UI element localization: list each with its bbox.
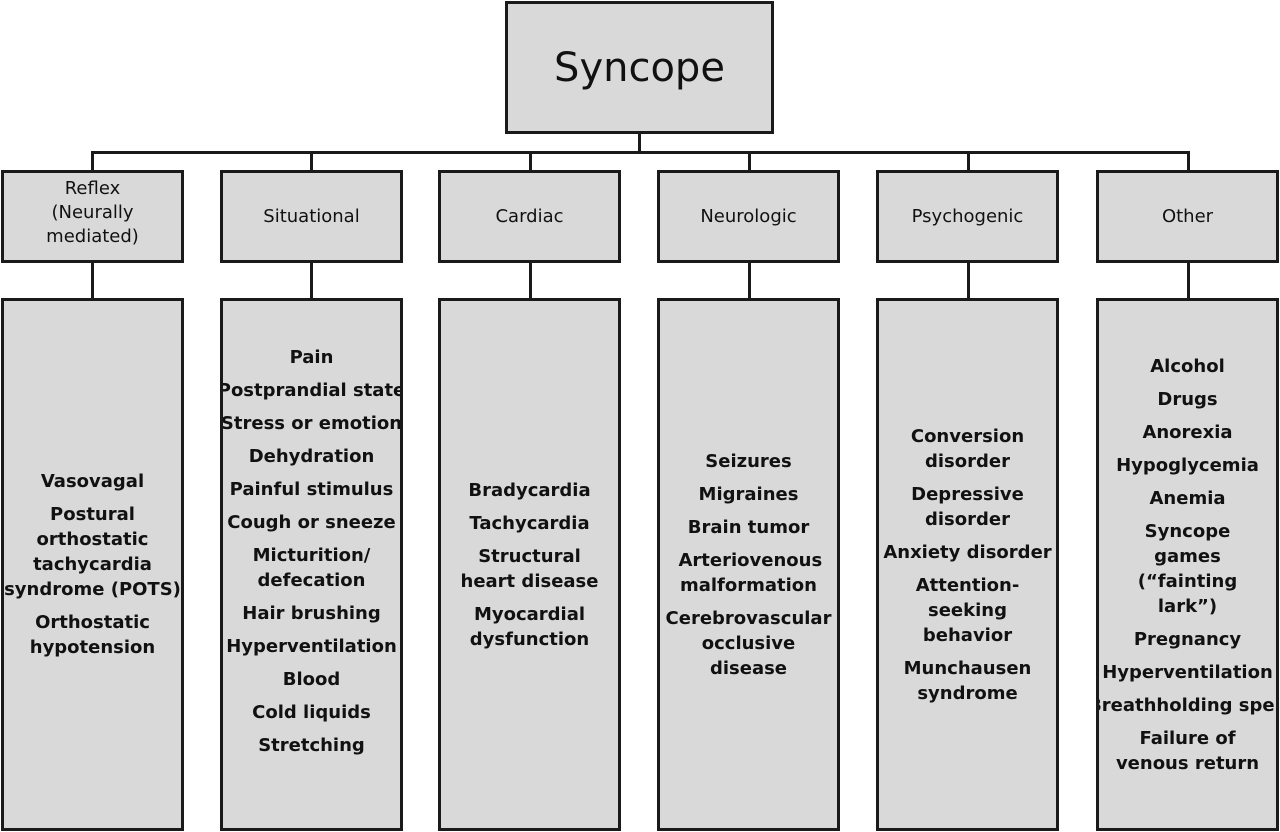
category-box-other: Other: [1096, 170, 1279, 263]
list-box-cardiac: Bradycardia Tachycardia Structural heart…: [438, 298, 621, 831]
list-box-situational: Pain Postprandial state Stress or emotio…: [220, 298, 403, 831]
list-item: Stress or emotion: [220, 413, 403, 434]
list-item: Failure of venous return: [1115, 727, 1260, 774]
list-box-neurologic: Seizures Migraines Brain tumor Arteriove…: [657, 298, 840, 831]
list-item: Myocardial dysfunction: [469, 603, 590, 650]
category-label-neurologic: Neurologic: [700, 205, 797, 227]
list-item: Cerebrovascular occlusive disease: [665, 607, 832, 679]
list-item: Alcohol: [1150, 355, 1225, 377]
list-item: Bradycardia: [468, 479, 591, 501]
list-item: Blood: [282, 669, 341, 690]
list-item: Vasovagal: [40, 471, 145, 492]
connector-drop-situational: [310, 151, 313, 171]
connector-horizontal-bar: [91, 151, 1190, 154]
category-label-other: Other: [1161, 205, 1214, 227]
list-item: Orthostatic hypotension: [29, 612, 156, 658]
list-item: Anorexia: [1142, 421, 1233, 443]
category-box-cardiac: Cardiac: [438, 170, 621, 263]
list-item: Structural heart disease: [460, 545, 599, 592]
list-item: Hyperventilation: [226, 636, 397, 657]
list-item: Migraines: [698, 483, 799, 505]
list-box-reflex: Vasovagal Postural orthostatic tachycard…: [1, 298, 184, 831]
connector-drop-cardiac: [529, 151, 532, 171]
list-item: Postprandial state: [220, 380, 403, 401]
category-box-psychogenic: Psychogenic: [876, 170, 1059, 263]
list-item: Arteriovenous malformation: [678, 549, 823, 596]
list-item: Hyperventilation: [1102, 661, 1273, 683]
category-box-situational: Situational: [220, 170, 403, 263]
list-item: Munchausen syndrome: [903, 657, 1032, 704]
list-box-psychogenic: Conversion disorder Depressive disorder …: [876, 298, 1059, 831]
list-item: Dehydration: [248, 446, 375, 467]
category-label-reflex: Reflex (Neurally mediated): [46, 178, 139, 247]
list-item: Tachycardia: [469, 512, 590, 534]
connector-root-down: [638, 133, 641, 153]
connector-cat-to-list-cardiac: [529, 262, 532, 299]
list-item: Breathholding spell: [1096, 694, 1279, 716]
root-label: Syncope: [554, 44, 725, 91]
list-item: Anemia: [1149, 487, 1226, 509]
connector-drop-other: [1187, 151, 1190, 171]
list-item: Seizures: [705, 450, 792, 472]
category-label-psychogenic: Psychogenic: [911, 205, 1024, 227]
list-item: Syncope games (“fainting lark”): [1137, 520, 1238, 617]
category-box-neurologic: Neurologic: [657, 170, 840, 263]
list-item: Stretching: [258, 735, 365, 756]
list-item: Conversion disorder: [910, 425, 1025, 472]
list-item: Postural orthostatic tachycardia syndrom…: [4, 504, 181, 600]
list-item: Cold liquids: [252, 702, 371, 723]
list-item: Hypoglycemia: [1116, 454, 1259, 476]
list-item: Hair brushing: [242, 603, 381, 624]
connector-cat-to-list-situational: [310, 262, 313, 299]
category-label-situational: Situational: [263, 205, 360, 227]
list-item: Drugs: [1157, 388, 1218, 410]
connector-drop-neurologic: [748, 151, 751, 171]
root-node-syncope: Syncope: [505, 1, 774, 134]
list-item: Cough or sneeze: [227, 512, 396, 533]
list-item: Micturition/ defecation: [252, 545, 371, 591]
connector-cat-to-list-neurologic: [748, 262, 751, 299]
connector-drop-reflex: [91, 151, 94, 171]
list-item: Pain: [289, 347, 334, 368]
list-item: Anxiety disorder: [883, 541, 1052, 563]
list-box-other: Alcohol Drugs Anorexia Hypoglycemia Anem…: [1096, 298, 1279, 831]
connector-cat-to-list-reflex: [91, 262, 94, 299]
connector-cat-to-list-other: [1187, 262, 1190, 299]
list-item: Brain tumor: [687, 516, 810, 538]
category-label-cardiac: Cardiac: [495, 205, 564, 227]
category-box-reflex: Reflex (Neurally mediated): [1, 170, 184, 263]
list-item: Pregnancy: [1133, 628, 1242, 650]
list-item: Painful stimulus: [229, 479, 394, 500]
connector-cat-to-list-psychogenic: [967, 262, 970, 299]
list-item: Attention-seeking behavior: [915, 574, 1020, 646]
list-item: Depressive disorder: [911, 483, 1024, 530]
connector-drop-psychogenic: [967, 151, 970, 171]
